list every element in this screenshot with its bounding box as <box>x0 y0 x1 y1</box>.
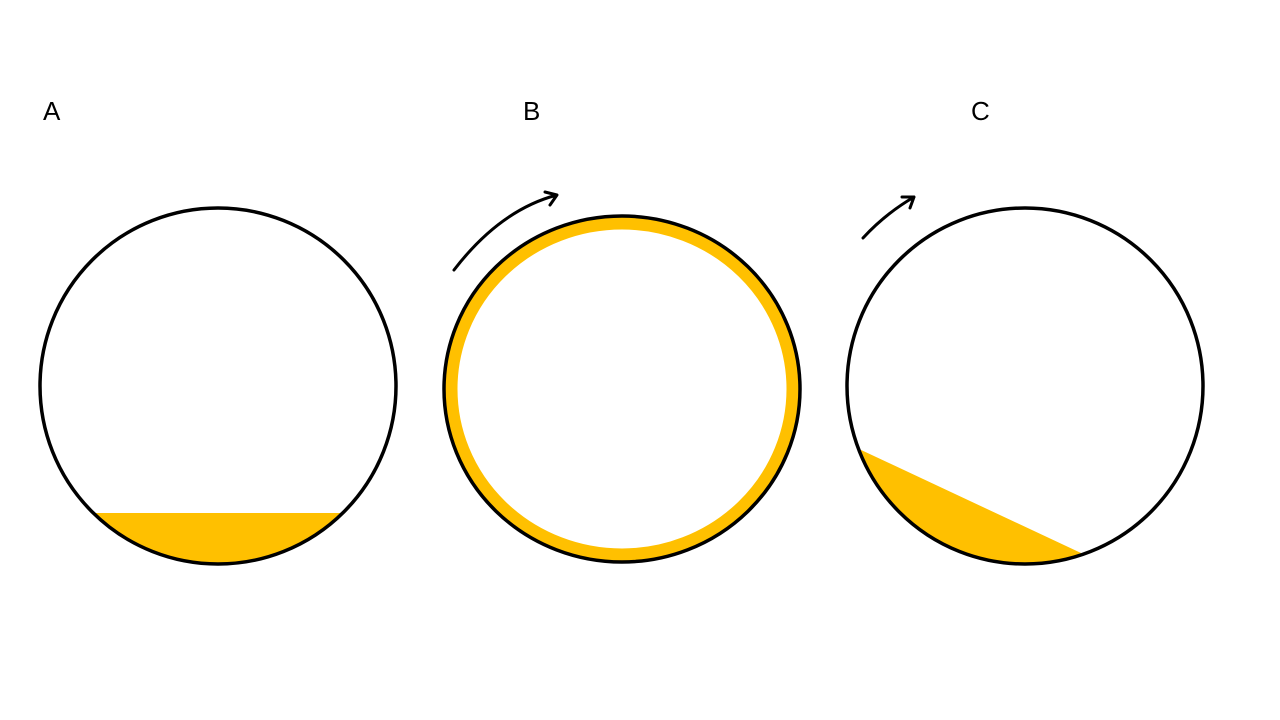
panel-b-fluid-ring <box>444 216 800 562</box>
panel-b-rotation-arrow <box>452 190 559 272</box>
panel-a-drum-outline <box>38 206 398 566</box>
panel-c-label: C <box>971 96 990 126</box>
panel-a-label: A <box>43 96 61 126</box>
panel-c: C <box>845 96 1205 566</box>
panel-c-tilted-fluid <box>847 440 1090 564</box>
panel-c-drum-outline <box>845 206 1205 566</box>
panel-b-label: B <box>523 96 540 126</box>
panel-b: B <box>442 96 802 564</box>
panel-a: A <box>38 96 398 566</box>
panel-b-drum-outline <box>442 214 802 564</box>
panel-c-rotation-arrow <box>861 195 916 240</box>
